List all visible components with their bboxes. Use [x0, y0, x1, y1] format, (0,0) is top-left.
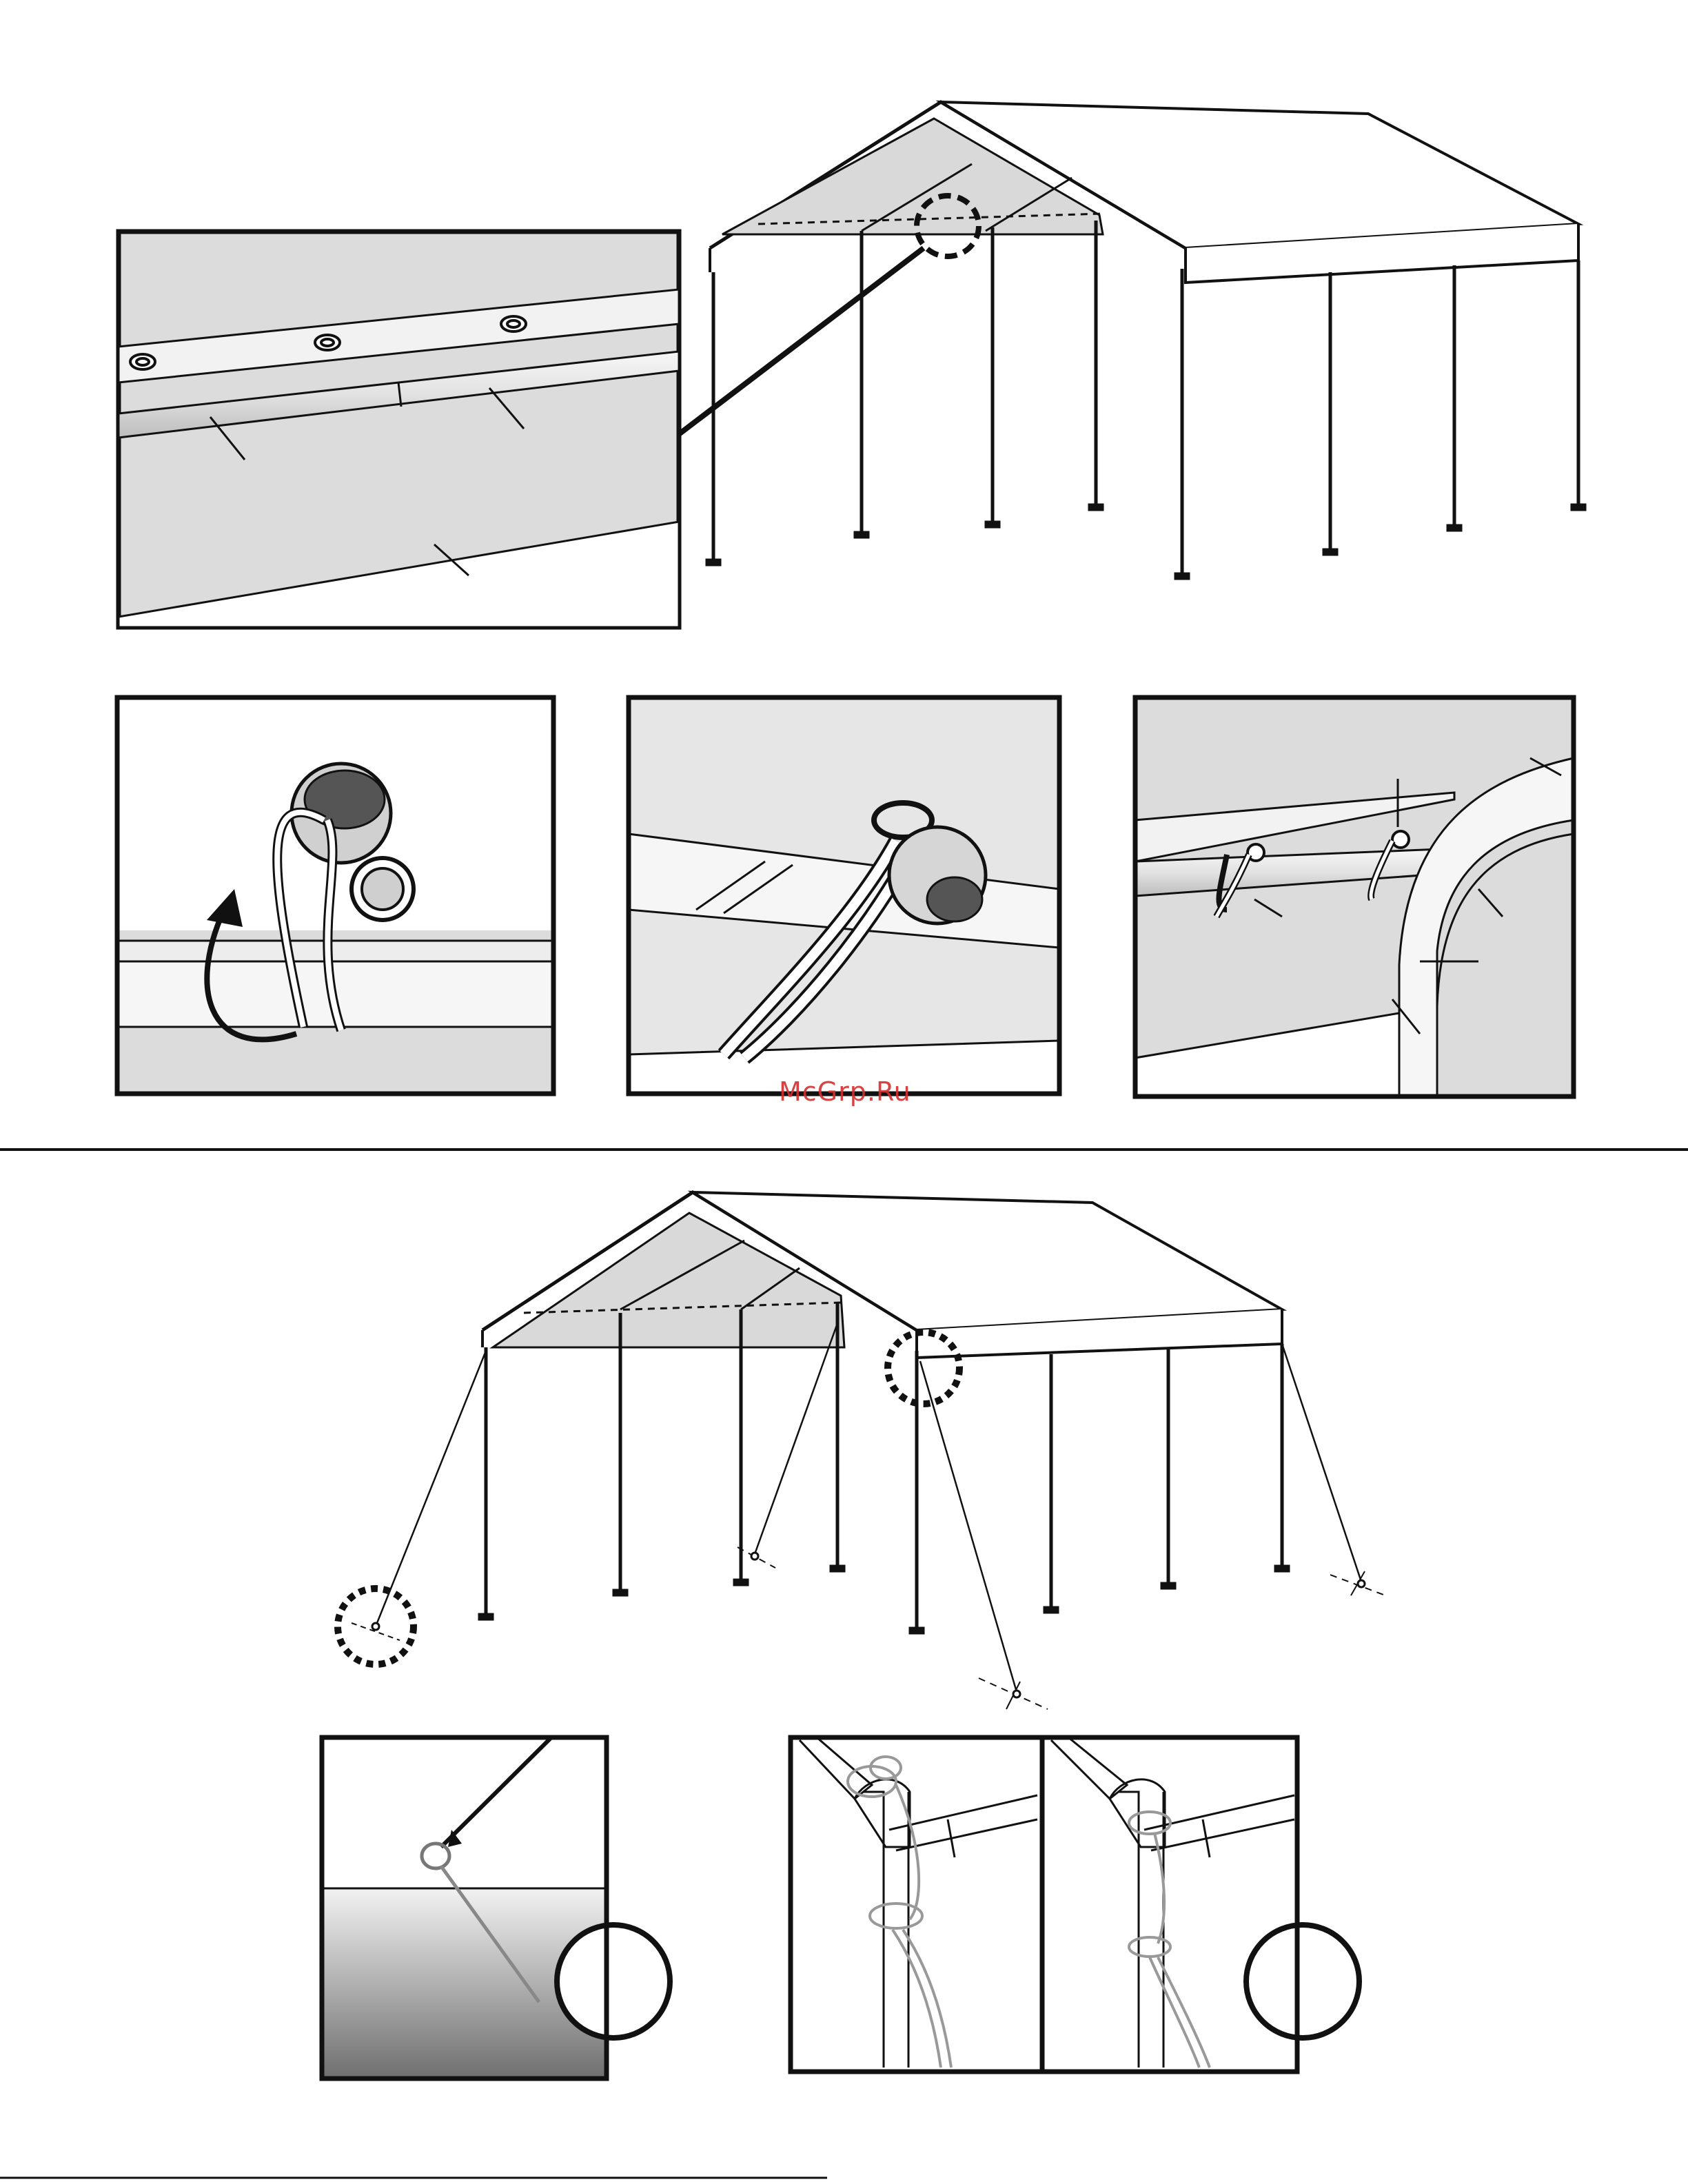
step-c-panel [1135, 697, 1574, 1096]
step-number-circle [557, 1925, 670, 2038]
step-d-panel [322, 1737, 670, 2079]
step-number-circle [1246, 1925, 1359, 2038]
step-b-panel [629, 697, 1059, 1094]
watermark-text: McGrp.Ru [779, 1076, 911, 1107]
step-a-panel [117, 697, 553, 1094]
step-e-panel [791, 1737, 1359, 2072]
top-canopy-illustration [679, 102, 1585, 579]
bottom-canopy-illustration [338, 1192, 1385, 1709]
zoom-detail-box [119, 232, 679, 627]
